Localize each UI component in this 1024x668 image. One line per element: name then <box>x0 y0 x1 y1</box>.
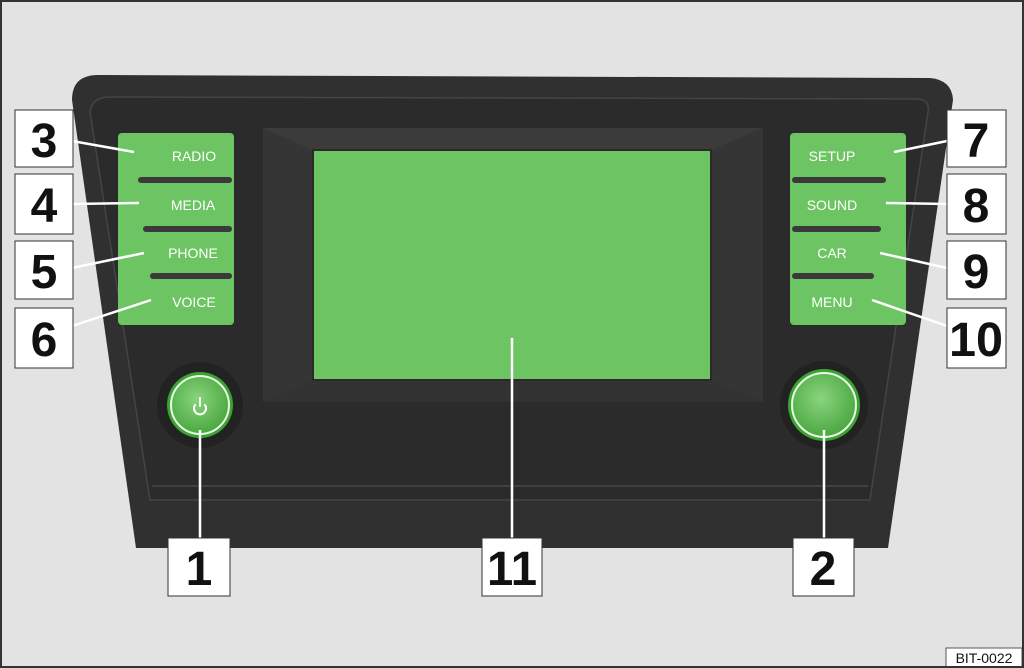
callout-8: 8 <box>963 180 990 233</box>
leader-lines <box>71 139 948 540</box>
car-button-label[interactable]: CAR <box>817 245 847 261</box>
callout-6: 6 <box>31 314 58 367</box>
callout-box-4 <box>14 173 74 235</box>
callout-10: 10 <box>949 314 1003 367</box>
callout-box-1 <box>167 537 231 597</box>
voice-button-label[interactable]: VOICE <box>172 294 216 310</box>
callout-box-10 <box>946 307 1007 369</box>
setup-button-label[interactable]: SETUP <box>809 148 856 164</box>
callout-5: 5 <box>31 246 58 299</box>
figure-code: BIT-0022 <box>956 650 1013 666</box>
power-knob[interactable] <box>157 362 243 448</box>
callout-box-3 <box>14 109 74 168</box>
media-button-label[interactable]: MEDIA <box>171 197 216 213</box>
bezel-inner-right <box>711 128 763 402</box>
callout-box-11 <box>481 537 543 597</box>
callout-1: 1 <box>186 543 213 596</box>
callout-4: 4 <box>31 180 58 233</box>
right-dividers <box>792 177 886 279</box>
rotary-knob[interactable] <box>780 361 868 449</box>
sound-button-label[interactable]: SOUND <box>807 197 858 213</box>
callout-7: 7 <box>963 115 990 168</box>
menu-button-label[interactable]: MENU <box>811 294 852 310</box>
left-dividers <box>138 177 232 279</box>
bezel-inner-left <box>263 128 313 402</box>
callouts: 3 4 5 6 7 8 9 10 1 11 2 <box>14 109 1007 597</box>
callout-box-7 <box>946 109 1007 168</box>
phone-button-label[interactable]: PHONE <box>168 245 218 261</box>
callout-box-5 <box>14 240 74 300</box>
callout-box-8 <box>946 173 1007 235</box>
callout-box-9 <box>946 240 1007 300</box>
callout-box-6 <box>14 307 74 369</box>
callout-3: 3 <box>31 115 58 168</box>
callout-9: 9 <box>963 246 990 299</box>
callout-box-2 <box>792 537 855 597</box>
callout-11: 11 <box>487 543 537 596</box>
radio-button-label[interactable]: RADIO <box>172 148 216 164</box>
callout-2: 2 <box>810 543 837 596</box>
power-icon <box>193 397 207 416</box>
